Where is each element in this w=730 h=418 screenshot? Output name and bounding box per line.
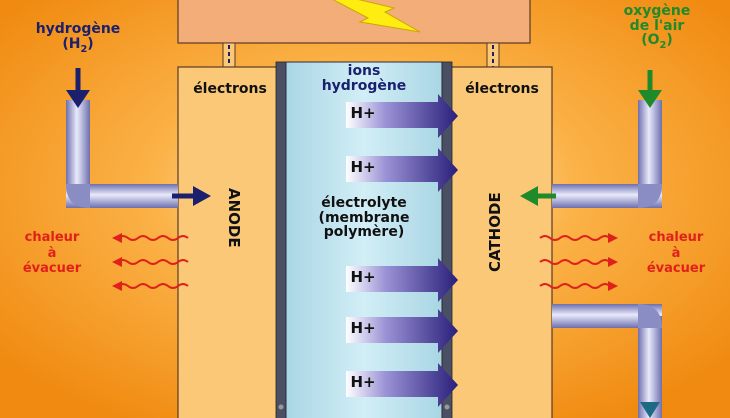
proton-arrows: [346, 94, 458, 407]
left-heat-arrows: [117, 235, 189, 289]
electrolyte-line1: électrolyte: [321, 195, 407, 211]
heat-wave: [117, 235, 189, 241]
proton-label: H+: [350, 104, 376, 122]
heat-wave: [539, 283, 611, 289]
hydrogen-into-anode-arrow: [172, 186, 211, 206]
anode-label: ANODE: [225, 188, 243, 248]
left-heat-line3: évacuer: [22, 261, 82, 277]
left-heat-label: chaleur à évacuer: [6, 230, 98, 277]
hydrogen-formula-sub: 2: [80, 43, 88, 55]
electrolyte-line2: (membrane: [318, 209, 410, 226]
lightning-icon: [332, 0, 421, 33]
ions-line2: hydrogène: [321, 77, 407, 94]
heat-wave: [539, 235, 611, 241]
heat-wave: [539, 259, 611, 265]
oxygen-pipe: [552, 100, 662, 208]
proton-arrow: [346, 148, 458, 192]
hydrogen-input-arrow: [66, 68, 90, 108]
electrolyte-label: électrolyte (membrane polymère): [290, 196, 438, 240]
heat-wave: [117, 283, 189, 289]
proton-arrow: [346, 309, 458, 353]
oxygen-into-cathode-arrow: [520, 186, 556, 206]
oxygen-formula: (O2): [592, 33, 722, 51]
right-heat-line3: évacuer: [646, 261, 706, 277]
hydrogen-ions-label: ions hydrogène: [296, 64, 432, 93]
anode-electron-stub: [222, 42, 236, 68]
oxygen-line2: de l'air: [629, 17, 685, 34]
oxygen-formula-close: ): [666, 32, 673, 49]
right-heat-line2: à: [671, 245, 681, 261]
hydrogen-input-label: hydrogène (H2): [8, 22, 148, 55]
anode-electrons-label: électrons: [193, 81, 267, 97]
proton-arrow: [346, 94, 458, 138]
proton-label: H+: [350, 319, 376, 337]
right-heat-line1: chaleur: [648, 230, 704, 245]
anode-plate: [275, 61, 287, 418]
proton-arrow: [346, 363, 458, 407]
oxygen-formula-open: (O: [641, 32, 660, 49]
cathode-electrons-label: électrons: [465, 81, 539, 97]
hydrogen-formula-close: ): [87, 35, 94, 52]
oxygen-line1: oxygène: [623, 3, 691, 19]
oxygen-input-arrow: [638, 70, 662, 108]
ions-line1: ions: [347, 63, 381, 79]
heat-wave: [117, 259, 189, 265]
hydrogen-input-text: hydrogène: [35, 21, 121, 37]
right-heat-arrows: [539, 235, 611, 289]
water-outlet-pipe: [552, 304, 662, 418]
hydrogen-pipe: [66, 100, 178, 208]
proton-label: H+: [350, 373, 376, 391]
proton-arrow: [346, 258, 458, 302]
right-heat-label: chaleur à évacuer: [628, 230, 724, 277]
cathode-plate: [441, 61, 453, 418]
hydrogen-formula: (H2): [8, 35, 148, 55]
proton-label: H+: [350, 268, 376, 286]
left-heat-line2: à: [47, 245, 57, 261]
hydrogen-formula-open: (H: [62, 35, 81, 52]
proton-label: H+: [350, 158, 376, 176]
oxygen-formula-sub: 2: [659, 40, 667, 52]
left-heat-line1: chaleur: [24, 230, 80, 245]
cathode-label: CATHODE: [486, 192, 504, 272]
electrolyte-line3: polymère): [323, 224, 405, 241]
oxygen-input-label: oxygène de l'air (O2): [592, 4, 722, 51]
